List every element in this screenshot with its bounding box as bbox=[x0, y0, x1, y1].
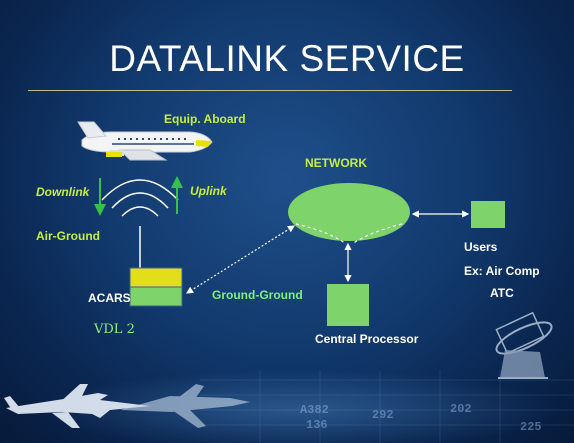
label-atc: ATC bbox=[490, 286, 514, 300]
radio-waves-icon bbox=[101, 179, 179, 217]
backdrop-digit: 136 bbox=[306, 418, 328, 432]
acars-unit-bottom bbox=[129, 286, 183, 307]
label-vdl2: VDL 2 bbox=[94, 322, 135, 337]
users-node bbox=[471, 201, 505, 228]
aircraft-icon bbox=[77, 121, 213, 161]
backdrop-digit: 202 bbox=[450, 402, 472, 416]
label-downlink: Downlink bbox=[36, 185, 90, 199]
label-air-ground: Air-Ground bbox=[36, 229, 100, 243]
page-title: DATALINK SERVICE bbox=[109, 38, 465, 79]
backdrop-digit: 225 bbox=[520, 420, 542, 434]
label-ground-ground: Ground-Ground bbox=[212, 288, 303, 302]
title-divider bbox=[28, 90, 512, 91]
label-ex-air-comp: Ex: Air Comp bbox=[464, 264, 540, 278]
acars-unit-top bbox=[129, 267, 183, 288]
label-network: NETWORK bbox=[305, 156, 367, 170]
label-central-processor: Central Processor bbox=[315, 332, 419, 346]
jet-silhouette-icon bbox=[4, 384, 150, 428]
central-processor-node bbox=[327, 284, 369, 326]
ground-ground-link bbox=[185, 225, 296, 294]
label-acars: ACARS bbox=[88, 291, 131, 305]
label-users: Users bbox=[464, 240, 498, 254]
label-equip-aboard: Equip. Aboard bbox=[164, 112, 246, 126]
radar-dish-icon bbox=[495, 311, 553, 379]
fighter-silhouette-icon bbox=[120, 384, 250, 428]
label-uplink: Uplink bbox=[190, 184, 227, 198]
backdrop-digit: A382 bbox=[300, 403, 329, 417]
backdrop-digit: 292 bbox=[372, 408, 394, 422]
network-node bbox=[288, 183, 410, 241]
